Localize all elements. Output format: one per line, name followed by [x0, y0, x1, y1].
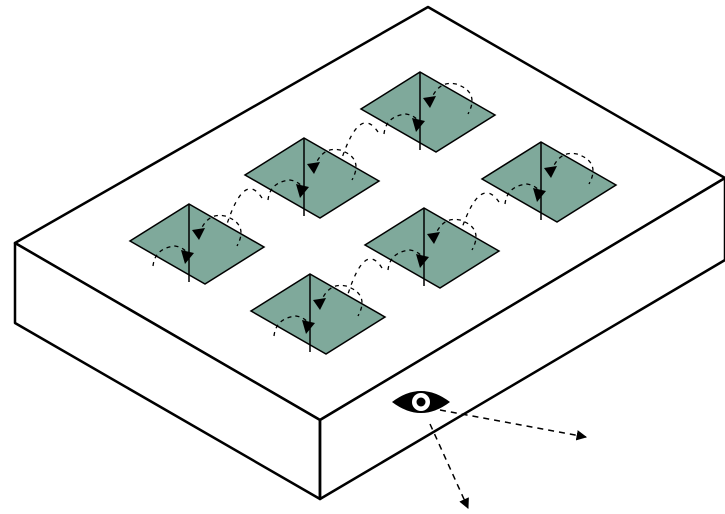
tile [363, 207, 501, 289]
fold-arrow-lower-head [181, 250, 194, 264]
fold-arrow-lower [273, 315, 311, 337]
tile-face [128, 203, 266, 285]
fold-arrow-lower-head [533, 188, 546, 202]
tile [243, 137, 381, 219]
tile [249, 273, 387, 355]
tile-grid [128, 71, 618, 355]
fold-arrow-upper [313, 148, 357, 181]
fold-arrow-upper [550, 152, 594, 185]
tile [359, 71, 497, 153]
tile-connectors [226, 122, 500, 295]
fold-arrow-upper [198, 214, 242, 247]
tile-face [249, 273, 387, 355]
fold-arrow-upper [319, 284, 363, 317]
fold-arrow-upper [433, 218, 477, 251]
view-arrow-down [429, 423, 469, 509]
fold-arrow-upper [429, 82, 473, 115]
tile [480, 141, 618, 223]
eye-pupil [416, 397, 426, 407]
fold-arrow-upper-head [192, 228, 205, 240]
fold-arrow-lower [504, 183, 542, 205]
tile-face [480, 141, 618, 223]
fold-arrow-lower-head [296, 184, 309, 198]
fold-arrow-upper-head [313, 298, 326, 310]
fold-arrow-lower-head [302, 320, 315, 334]
tile-connector-arc [347, 258, 383, 295]
tile-connector-arc [226, 188, 263, 225]
fold-arrow-upper-head [307, 162, 320, 174]
fold-arrow-lower-head [412, 118, 425, 132]
fold-arrow-lower [383, 113, 421, 135]
tile-face [363, 207, 501, 289]
fold-arrow-upper-head [423, 96, 436, 108]
fold-arrow-lower [152, 245, 190, 267]
tile [128, 203, 266, 285]
view-arrow-right [439, 409, 588, 441]
tile-face [359, 71, 497, 153]
box [13, 5, 725, 501]
fold-arrow-upper-head [544, 166, 557, 178]
fold-arrow-lower-head [416, 254, 429, 268]
fold-arrow-upper-head [427, 232, 440, 244]
fold-arrow-lower [267, 179, 305, 201]
fold-arrow-lower [387, 249, 425, 271]
viewer [392, 391, 588, 509]
tile-face [243, 137, 381, 219]
